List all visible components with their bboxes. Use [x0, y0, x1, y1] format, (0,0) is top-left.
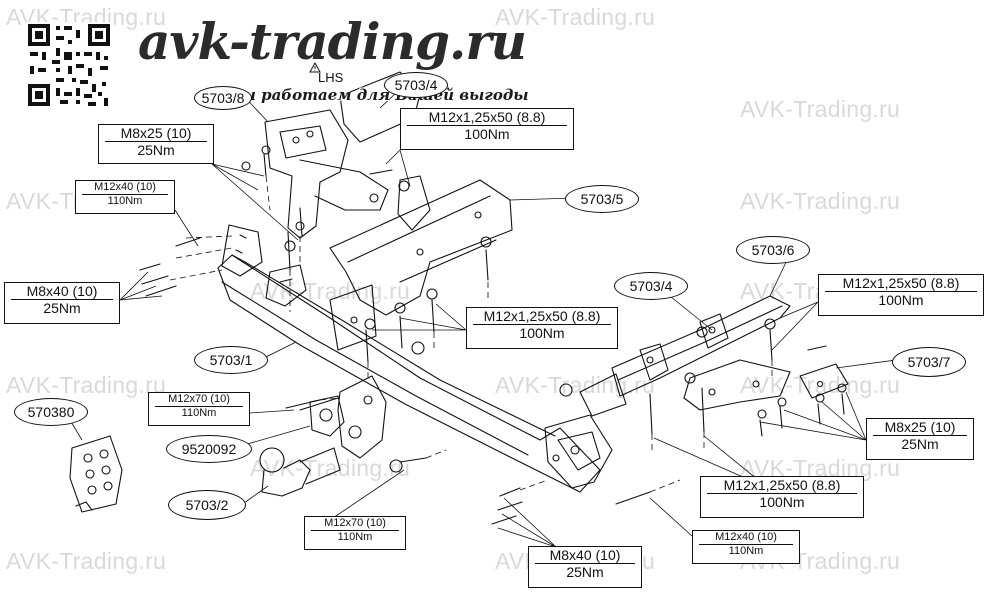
- torque-value: 100Nm: [759, 494, 805, 511]
- bolt-spec: M8x25 (10): [105, 125, 207, 143]
- watermark: AVK-Trading.ru: [740, 96, 901, 122]
- torque-value: 110Nm: [107, 194, 143, 207]
- torque-box: M8x25 (10) 25Nm: [98, 124, 214, 164]
- torque-value: 25Nm: [901, 436, 939, 453]
- watermark: AVK-Trading.ru: [740, 188, 901, 214]
- torque-box: M12x1,25x50 (8.8) 100Nm: [818, 274, 984, 316]
- bolt-spec: M12x70 (10): [311, 517, 399, 531]
- part-label: 5703/2: [168, 490, 246, 520]
- bolt-spec: M12x1,25x50 (8.8): [825, 275, 977, 293]
- part-label: 5703/4: [384, 72, 448, 98]
- part-label: 9520092: [166, 435, 252, 463]
- bolt-spec: M12x70 (10): [155, 393, 243, 407]
- part-label: 570380: [14, 398, 88, 426]
- part-label: 5703/8: [194, 86, 252, 110]
- torque-box: M12x1,25x50 (8.8) 100Nm: [700, 476, 864, 518]
- bolt-spec: M8x40 (10): [535, 547, 635, 565]
- watermark: AVK-Trading.ru: [6, 372, 167, 398]
- torque-box: M12x70 (10) 110Nm: [304, 516, 406, 550]
- torque-box: M12x1,25x50 (8.8) 100Nm: [400, 108, 574, 150]
- torque-value: 25Nm: [43, 300, 81, 317]
- torque-value: 100Nm: [878, 292, 924, 309]
- bolt-spec: M12x40 (10): [699, 531, 793, 545]
- bolt-spec: M8x40 (10): [11, 283, 113, 301]
- watermark: AVK-Trading.ru: [495, 372, 656, 398]
- part-label: 5703/5: [565, 185, 639, 213]
- part-label: 5703/1: [194, 346, 268, 374]
- watermark: AVK-Trading.ru: [495, 4, 656, 30]
- torque-box: M8x40 (10) 25Nm: [4, 282, 120, 324]
- torque-value: 110Nm: [181, 406, 217, 419]
- torque-value: 25Nm: [137, 142, 175, 159]
- bolt-spec: M12x1,25x50 (8.8): [407, 109, 567, 127]
- part-label: 5703/4: [614, 272, 688, 300]
- torque-box: M12x40 (10) 110Nm: [75, 180, 175, 214]
- bolt-spec: M12x1,25x50 (8.8): [473, 308, 611, 326]
- brand-slogan: Мы работаем для Вашей выгоды: [224, 86, 529, 104]
- torque-box: M8x40 (10) 25Nm: [528, 546, 642, 588]
- warning-triangle-icon: [309, 61, 321, 73]
- watermark: AVK-Trading.ru: [6, 548, 167, 574]
- part-label: 5703/6: [736, 236, 810, 264]
- watermark: AVK-Trading.ru: [250, 455, 411, 481]
- torque-value: 110Nm: [728, 544, 764, 557]
- torque-value: 110Nm: [337, 530, 373, 543]
- part-label: 5703/7: [892, 347, 966, 377]
- torque-box: M12x40 (10) 110Nm: [692, 530, 800, 564]
- torque-value: 25Nm: [566, 564, 604, 581]
- torque-value: 100Nm: [464, 126, 510, 143]
- bolt-spec: M12x1,25x50 (8.8): [707, 477, 857, 495]
- torque-value: 100Nm: [519, 325, 565, 342]
- bolt-spec: M8x25 (10): [873, 419, 967, 437]
- torque-box: M12x1,25x50 (8.8) 100Nm: [466, 307, 618, 349]
- qr-code-icon: [26, 22, 112, 108]
- torque-box: M8x25 (10) 25Nm: [866, 418, 974, 460]
- bolt-spec: M12x40 (10): [82, 181, 168, 195]
- brand-logo: avk-trading.ru: [138, 12, 527, 71]
- warning-label: LHS: [318, 70, 344, 85]
- torque-box: M12x70 (10) 110Nm: [148, 392, 250, 426]
